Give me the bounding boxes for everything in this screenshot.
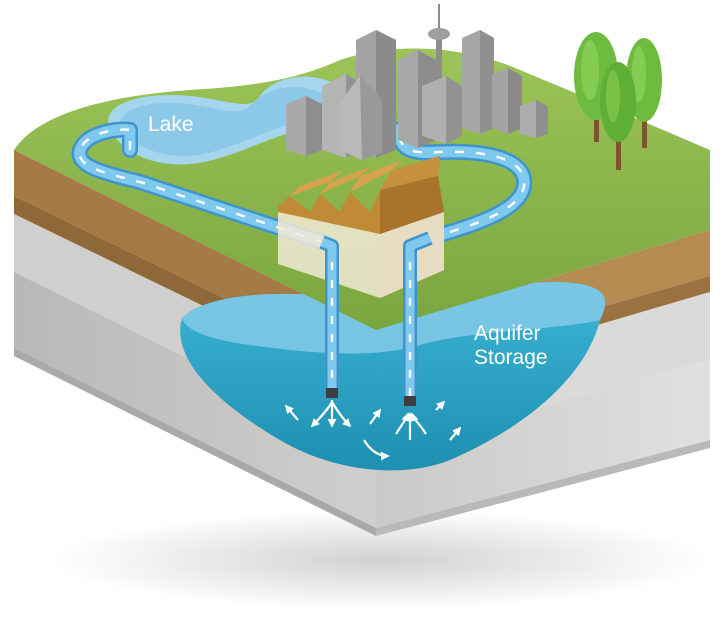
ground-shadow [50, 510, 710, 610]
outflow-flow-arrows [396, 129, 526, 240]
intake-pipe [71, 121, 330, 250]
lake-label: Lake [148, 113, 194, 136]
intake-flow-arrows [78, 128, 323, 244]
production-well [403, 231, 433, 406]
tree-icon [574, 32, 662, 170]
aquifer-label-line2: Storage [474, 346, 548, 369]
city-buildings-icon [286, 4, 548, 160]
aquifer-storage-label: Aquifer Storage [474, 322, 548, 369]
aquifer-flow-arrows [284, 400, 462, 461]
aquifer-label-line1: Aquifer [474, 322, 541, 345]
lake: Lake [108, 76, 345, 165]
injection-well [319, 235, 339, 398]
outflow-pipe [390, 122, 533, 246]
